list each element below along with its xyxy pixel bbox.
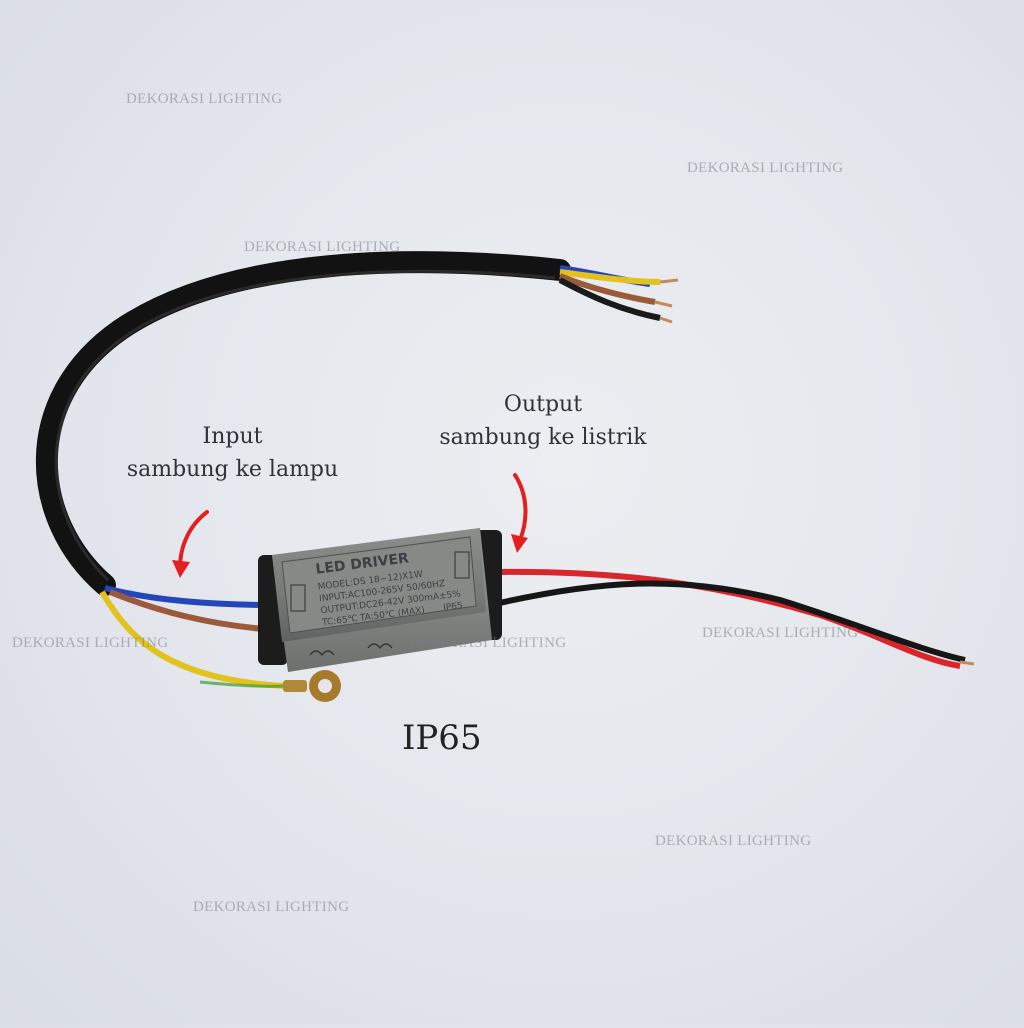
output-title: Output bbox=[503, 392, 583, 417]
watermark-text: DEKORASI LIGHTING bbox=[410, 635, 567, 651]
watermark-text: DEKORASI LIGHTING bbox=[655, 833, 812, 849]
output-arrow-icon bbox=[513, 473, 528, 542]
watermark-text: DEKORASI LIGHTING bbox=[687, 160, 844, 176]
watermark-text: DEKORASI LIGHTING bbox=[702, 625, 859, 641]
watermark-text: DEKORASI LIGHTING bbox=[126, 91, 283, 107]
input-title: Input bbox=[202, 424, 263, 449]
input-arrow-icon bbox=[178, 510, 209, 570]
ip-rating-label: IP65 bbox=[402, 718, 482, 758]
output-wires bbox=[494, 568, 975, 669]
watermark-text: DEKORASI LIGHTING bbox=[12, 635, 169, 651]
black-cable bbox=[35, 251, 571, 596]
led-driver: LED DRIVER MODEL:DS 18~12)X1W INPUT:AC10… bbox=[258, 528, 502, 672]
watermark-text: DEKORASI LIGHTING bbox=[193, 899, 350, 915]
output-label: Output sambung ke listrik bbox=[432, 388, 654, 454]
output-subtitle: sambung ke listrik bbox=[439, 425, 647, 450]
input-subtitle: sambung ke lampu bbox=[126, 457, 339, 482]
top-exposed-wires bbox=[558, 265, 679, 324]
driver-ip: IP65 bbox=[443, 601, 464, 613]
input-wires bbox=[99, 585, 286, 689]
input-label: Input sambung ke lampu bbox=[120, 420, 345, 486]
ring-terminal bbox=[283, 670, 341, 702]
watermark-text: DEKORASI LIGHTING bbox=[244, 239, 401, 255]
driver-tc: TC:65℃ bbox=[321, 614, 359, 628]
